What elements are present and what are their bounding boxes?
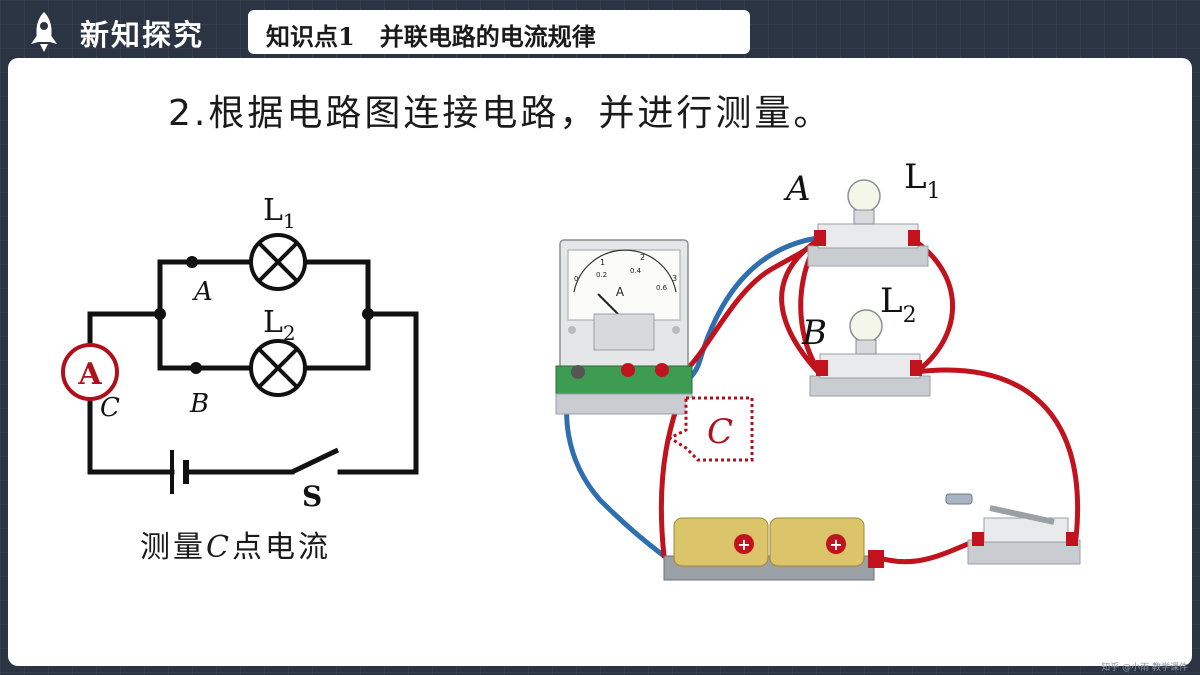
ammeter-unit-label: A [616,285,625,299]
rocket-icon [31,12,57,52]
schematic-wire-right [337,311,419,475]
red-wire-l2-to-switch [913,367,1080,541]
ammeter-scale-bottom-2: 0.4 [630,267,642,275]
schematic-switch-label: S [302,480,322,513]
schematic-lamp2-label: L2 [263,305,296,345]
circuit-schematic [87,259,419,475]
watermark: 知乎 @小雨 教学课件 [1101,663,1188,673]
battery-plus-2-label: + [829,535,842,554]
ammeter-scale-zero: 0 [574,275,578,283]
apparatus-lamp1-label: L1 [904,157,941,204]
ammeter-scale-top-2: 2 [640,253,645,262]
apparatus-point-b-label: B [801,313,827,353]
apparatus-point-a-label: A [783,169,811,209]
schematic-point-a-dot [186,256,198,268]
schematic-point-b-dot [190,362,202,374]
red-wire-battery-to-switch [877,537,981,565]
apparatus-battery: + + [663,517,884,581]
schematic-point-b-label: B [189,389,209,419]
apparatus-callout-c: C [666,396,754,462]
section-title: 新知探究 [80,18,205,52]
apparatus-switch [945,493,1081,565]
ammeter-scale-bottom-3: 0.6 [656,284,668,292]
battery-plus-1-label: + [737,535,750,554]
schematic-point-a-label: A [192,277,213,307]
schematic-ammeter [61,343,119,401]
ammeter-scale-top-1: 1 [600,258,605,267]
callout-c-label: C [707,412,733,452]
header-bar: 新知探究 知识点1 并联电路的电流规律 [0,0,1200,58]
topic-title: 知识点1 并联电路的电流规律 [266,22,596,51]
apparatus-lamp-2 [809,309,931,397]
schematic-branch-l2 [157,311,371,371]
schematic-lamp-1 [249,233,307,291]
schematic-ammeter-label: A [77,357,102,392]
step-instruction: 2.根据电路图连接电路，并进行测量。 [168,93,833,134]
ammeter-scale-bottom-1: 0.2 [596,271,607,279]
schematic-lamp1-label: L1 [263,193,296,233]
apparatus-ammeter: A 0 1 2 3 0.2 0.4 0.6 [555,239,693,415]
apparatus-lamp2-label: L2 [880,281,917,328]
schematic-branch-l1 [157,259,371,317]
schematic-battery [170,450,189,494]
schematic-switch-blade [290,447,340,475]
battery-plus-2 [826,534,846,554]
apparatus-lamp-1 [807,179,929,267]
red-wire-ammeter-to-b [661,237,821,379]
ammeter-scale-top-3: 3 [672,274,677,283]
battery-plus-1 [734,534,754,554]
schematic-lamp-2 [249,339,307,397]
schematic-caption: 测量C点电流 [140,530,331,565]
topic-pill: 知识点1 并联电路的电流规律 [248,10,750,54]
schematic-point-c-label: C [100,393,120,423]
schematic-junctions [154,256,374,374]
red-wire-l1-right-to-l2-right [911,237,955,375]
